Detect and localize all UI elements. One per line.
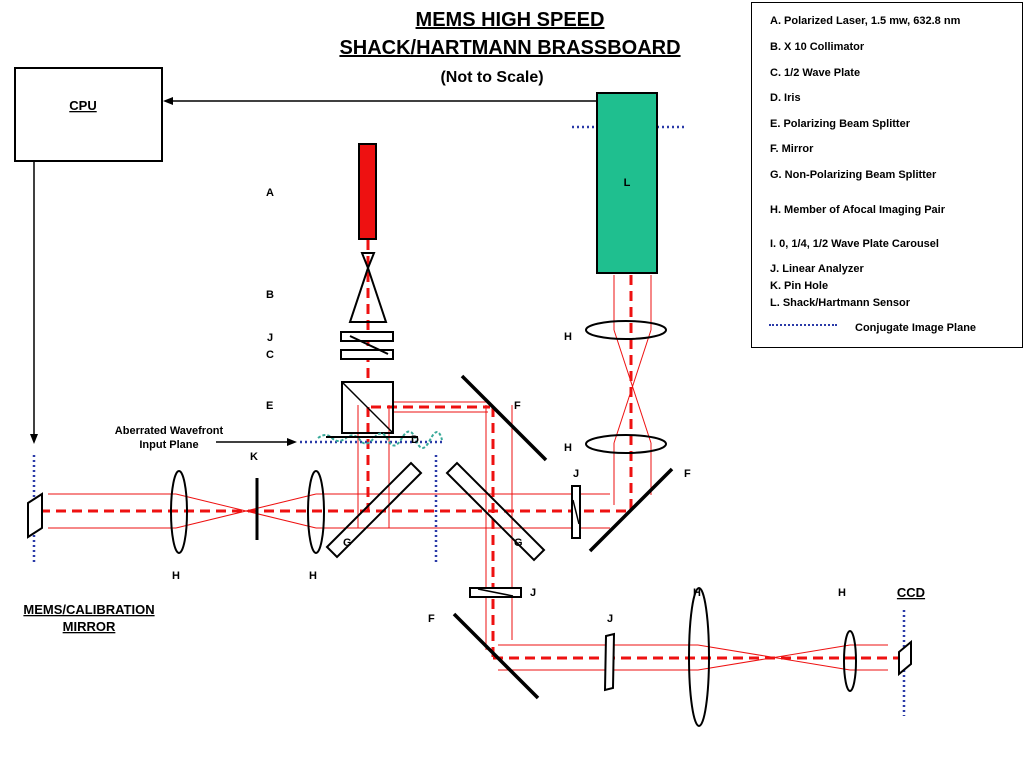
mems-label-line-2: MIRROR	[63, 619, 116, 634]
non-polarizing-beam-splitter-1	[325, 461, 423, 559]
label-f-lower: F	[428, 613, 435, 625]
title-line-1: MEMS HIGH SPEED	[416, 9, 605, 31]
pbs-diagonal	[341, 381, 394, 434]
wavefront-label-line-1: Aberrated Wavefront	[115, 425, 224, 437]
afocal-lens-bottom-1	[688, 587, 710, 727]
label-h-bottom-2: H	[838, 587, 846, 599]
label-f-upper: F	[514, 400, 521, 412]
wave-plate-zigzag	[349, 335, 389, 355]
label-j-right: J	[573, 468, 579, 480]
label-j-source: J	[267, 332, 273, 344]
legend-conjugate-line	[769, 324, 837, 326]
label-d: D	[411, 434, 419, 446]
fold-mirror-upper	[460, 374, 548, 462]
afocal-lens-bottom-2	[843, 630, 857, 692]
mems-calibration-mirror	[27, 492, 43, 539]
title-line-2: SHACK/HARTMANN BRASSBOARD	[339, 37, 680, 59]
label-h-right-1: H	[564, 331, 572, 343]
legend-item-c: C. 1/2 Wave Plate	[770, 67, 861, 79]
label-h-left-2: H	[309, 570, 317, 582]
label-k: K	[250, 451, 258, 463]
legend-item-f: F. Mirror	[770, 143, 814, 155]
label-h-bottom-1: H	[693, 587, 701, 599]
legend-item-l: L. Shack/Hartmann Sensor	[770, 297, 910, 309]
cpu-to-mirror-arrowhead	[30, 434, 38, 444]
ccd-detector	[898, 639, 912, 677]
non-polarizing-beam-splitter-2	[445, 461, 546, 562]
label-j-lower: J	[530, 587, 536, 599]
label-g-left: G	[343, 537, 352, 549]
legend-item-g: G. Non-Polarizing Beam Splitter	[770, 169, 937, 181]
laser-source	[358, 143, 377, 240]
label-j-bottom: J	[607, 613, 613, 625]
legend-item-k: K. Pin Hole	[770, 280, 829, 292]
afocal-lens-left-1	[170, 470, 188, 554]
afocal-lens-left-2	[307, 470, 325, 554]
label-g-right: G	[514, 537, 523, 549]
linear-analyzer-source	[340, 331, 394, 342]
legend-item-i: I. 0, 1/4, 1/2 Wave Plate Carousel	[770, 238, 939, 250]
collimator-lens-cone	[348, 264, 388, 323]
cpu-label: CPU	[69, 98, 96, 113]
collimator-iris-cone	[360, 252, 376, 271]
wavefront-label-line-2: Input Plane	[139, 439, 198, 451]
linear-analyzer-lower-slash	[477, 588, 514, 597]
linear-analyzer-right-slash	[572, 499, 580, 525]
polarizing-beam-splitter	[341, 381, 394, 434]
legend-item-e: E. Polarizing Beam Splitter	[770, 118, 910, 130]
mems-label-line-1: MEMS/CALIBRATION	[23, 602, 154, 617]
fold-mirror-lower	[452, 612, 540, 700]
legend-item-d: D. Iris	[770, 92, 801, 104]
sensor-to-cpu-arrowhead	[163, 97, 173, 105]
beam-centerlines	[40, 240, 900, 660]
afocal-lens-right-2	[585, 434, 667, 454]
sensor-label: L	[624, 177, 631, 189]
wavefront-arrowhead	[287, 438, 297, 446]
legend-item-a: A. Polarized Laser, 1.5 mw, 632.8 nm	[770, 15, 961, 27]
label-b: B	[266, 289, 274, 301]
label-f-right: F	[684, 468, 691, 480]
linear-analyzer-bottom	[603, 632, 616, 692]
label-e: E	[266, 400, 273, 412]
afocal-lens-right-1	[585, 320, 667, 340]
legend-conjugate-label: Conjugate Image Plane	[855, 322, 977, 334]
label-h-left-1: H	[172, 570, 180, 582]
legend-item-b: B. X 10 Collimator	[770, 41, 865, 53]
half-wave-plate	[340, 349, 394, 360]
fold-mirror-right	[588, 467, 674, 553]
aberrated-wavefront	[317, 430, 443, 449]
component-letter-labels: A B J C E K D F F F G G H H H H H H J J …	[172, 187, 846, 625]
label-c: C	[266, 349, 274, 361]
ccd-label: CCD	[897, 585, 925, 600]
cpu-box	[14, 67, 163, 162]
shack-hartmann-sensor	[596, 92, 658, 274]
label-h-right-2: H	[564, 442, 572, 454]
legend-item-j: J. Linear Analyzer	[770, 263, 864, 275]
legend-box: A. Polarized Laser, 1.5 mw, 632.8 nm B. …	[751, 2, 1023, 348]
subtitle: (Not to Scale)	[440, 69, 543, 86]
legend-item-h: H. Member of Afocal Imaging Pair	[770, 204, 946, 216]
label-a: A	[266, 187, 274, 199]
